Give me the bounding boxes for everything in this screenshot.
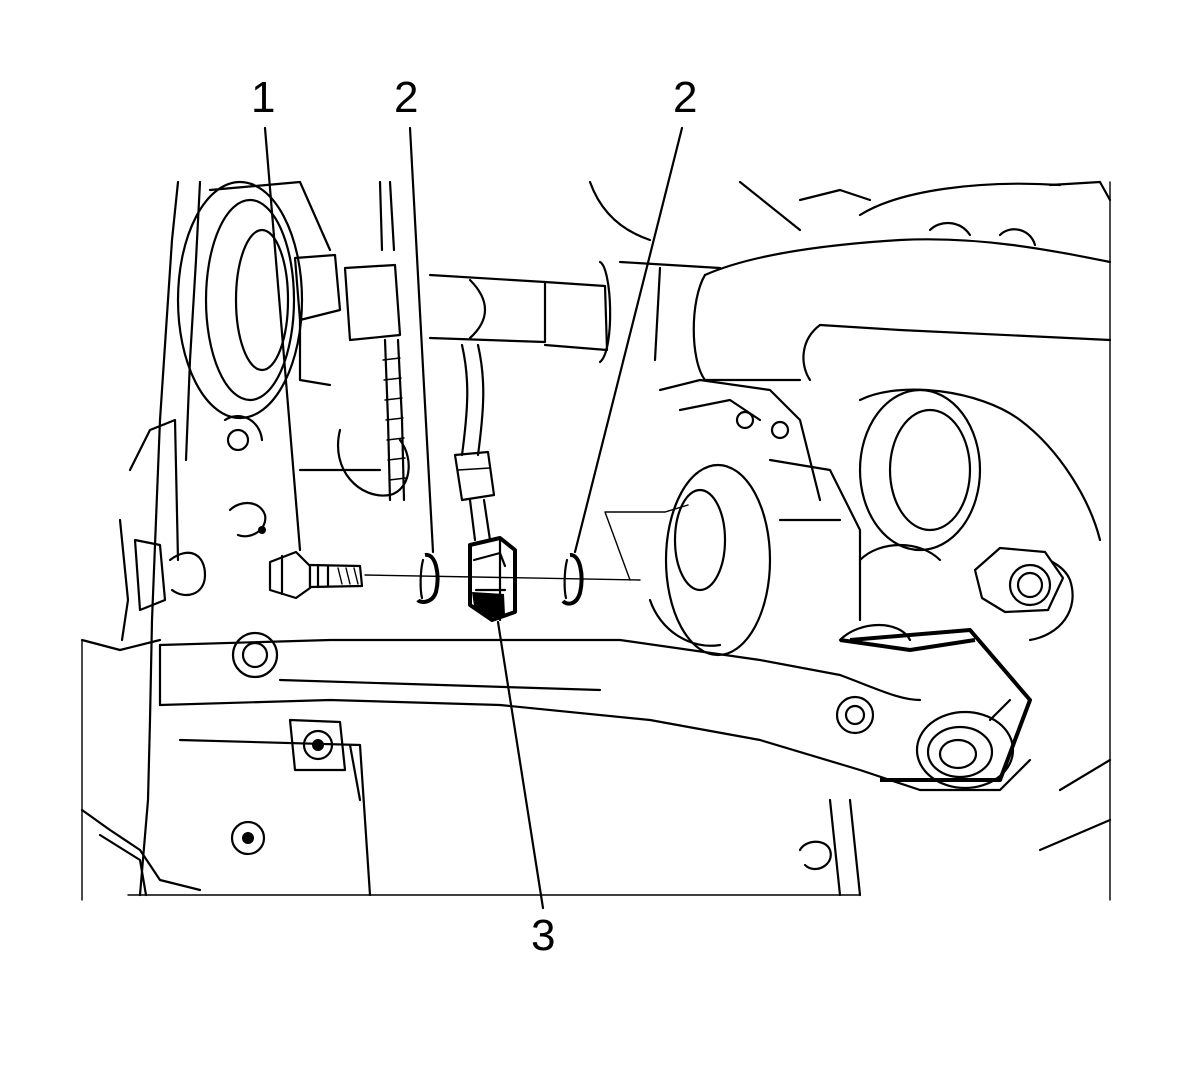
callout-3: 3 — [496, 620, 555, 960]
callout-label: 3 — [531, 911, 555, 960]
bracket-clip-icon — [468, 536, 517, 622]
washer-icon — [416, 553, 440, 604]
callout-leader-line — [573, 126, 684, 554]
callout-2a: 2 — [394, 73, 435, 554]
callout-leader-line — [496, 620, 545, 910]
brake-hose-drawing — [453, 343, 496, 542]
callout-leader-line — [263, 126, 302, 552]
callout-label: 2 — [394, 73, 418, 122]
stabilizer-link-drawing — [298, 180, 410, 502]
left-body-panel — [80, 180, 207, 897]
exploded-parts — [268, 504, 689, 622]
drawing-frame — [81, 181, 1111, 901]
callout-leader-line — [408, 126, 435, 554]
installation-axis-line — [364, 574, 641, 581]
tie-rod-drawing — [293, 253, 722, 387]
upper-control-arm-drawing — [588, 180, 1112, 382]
ball-joint-drawing — [838, 388, 1102, 652]
callout-2b: 2 — [573, 73, 697, 554]
callout-1: 1 — [251, 73, 302, 552]
callout-label: 1 — [251, 73, 275, 122]
suspension-assembly-drawing — [80, 180, 1112, 901]
callout-label: 2 — [673, 73, 697, 122]
washer-icon — [561, 553, 584, 606]
subframe-drawing — [178, 502, 1112, 897]
lower-control-arm-drawing — [158, 631, 1032, 792]
steering-knuckle-drawing — [648, 378, 862, 657]
bolt-hole-indicator — [604, 504, 689, 581]
control-arm-bushing-drawing — [849, 628, 1032, 790]
pulley-drawing — [176, 180, 332, 452]
bolt-icon — [268, 550, 364, 600]
